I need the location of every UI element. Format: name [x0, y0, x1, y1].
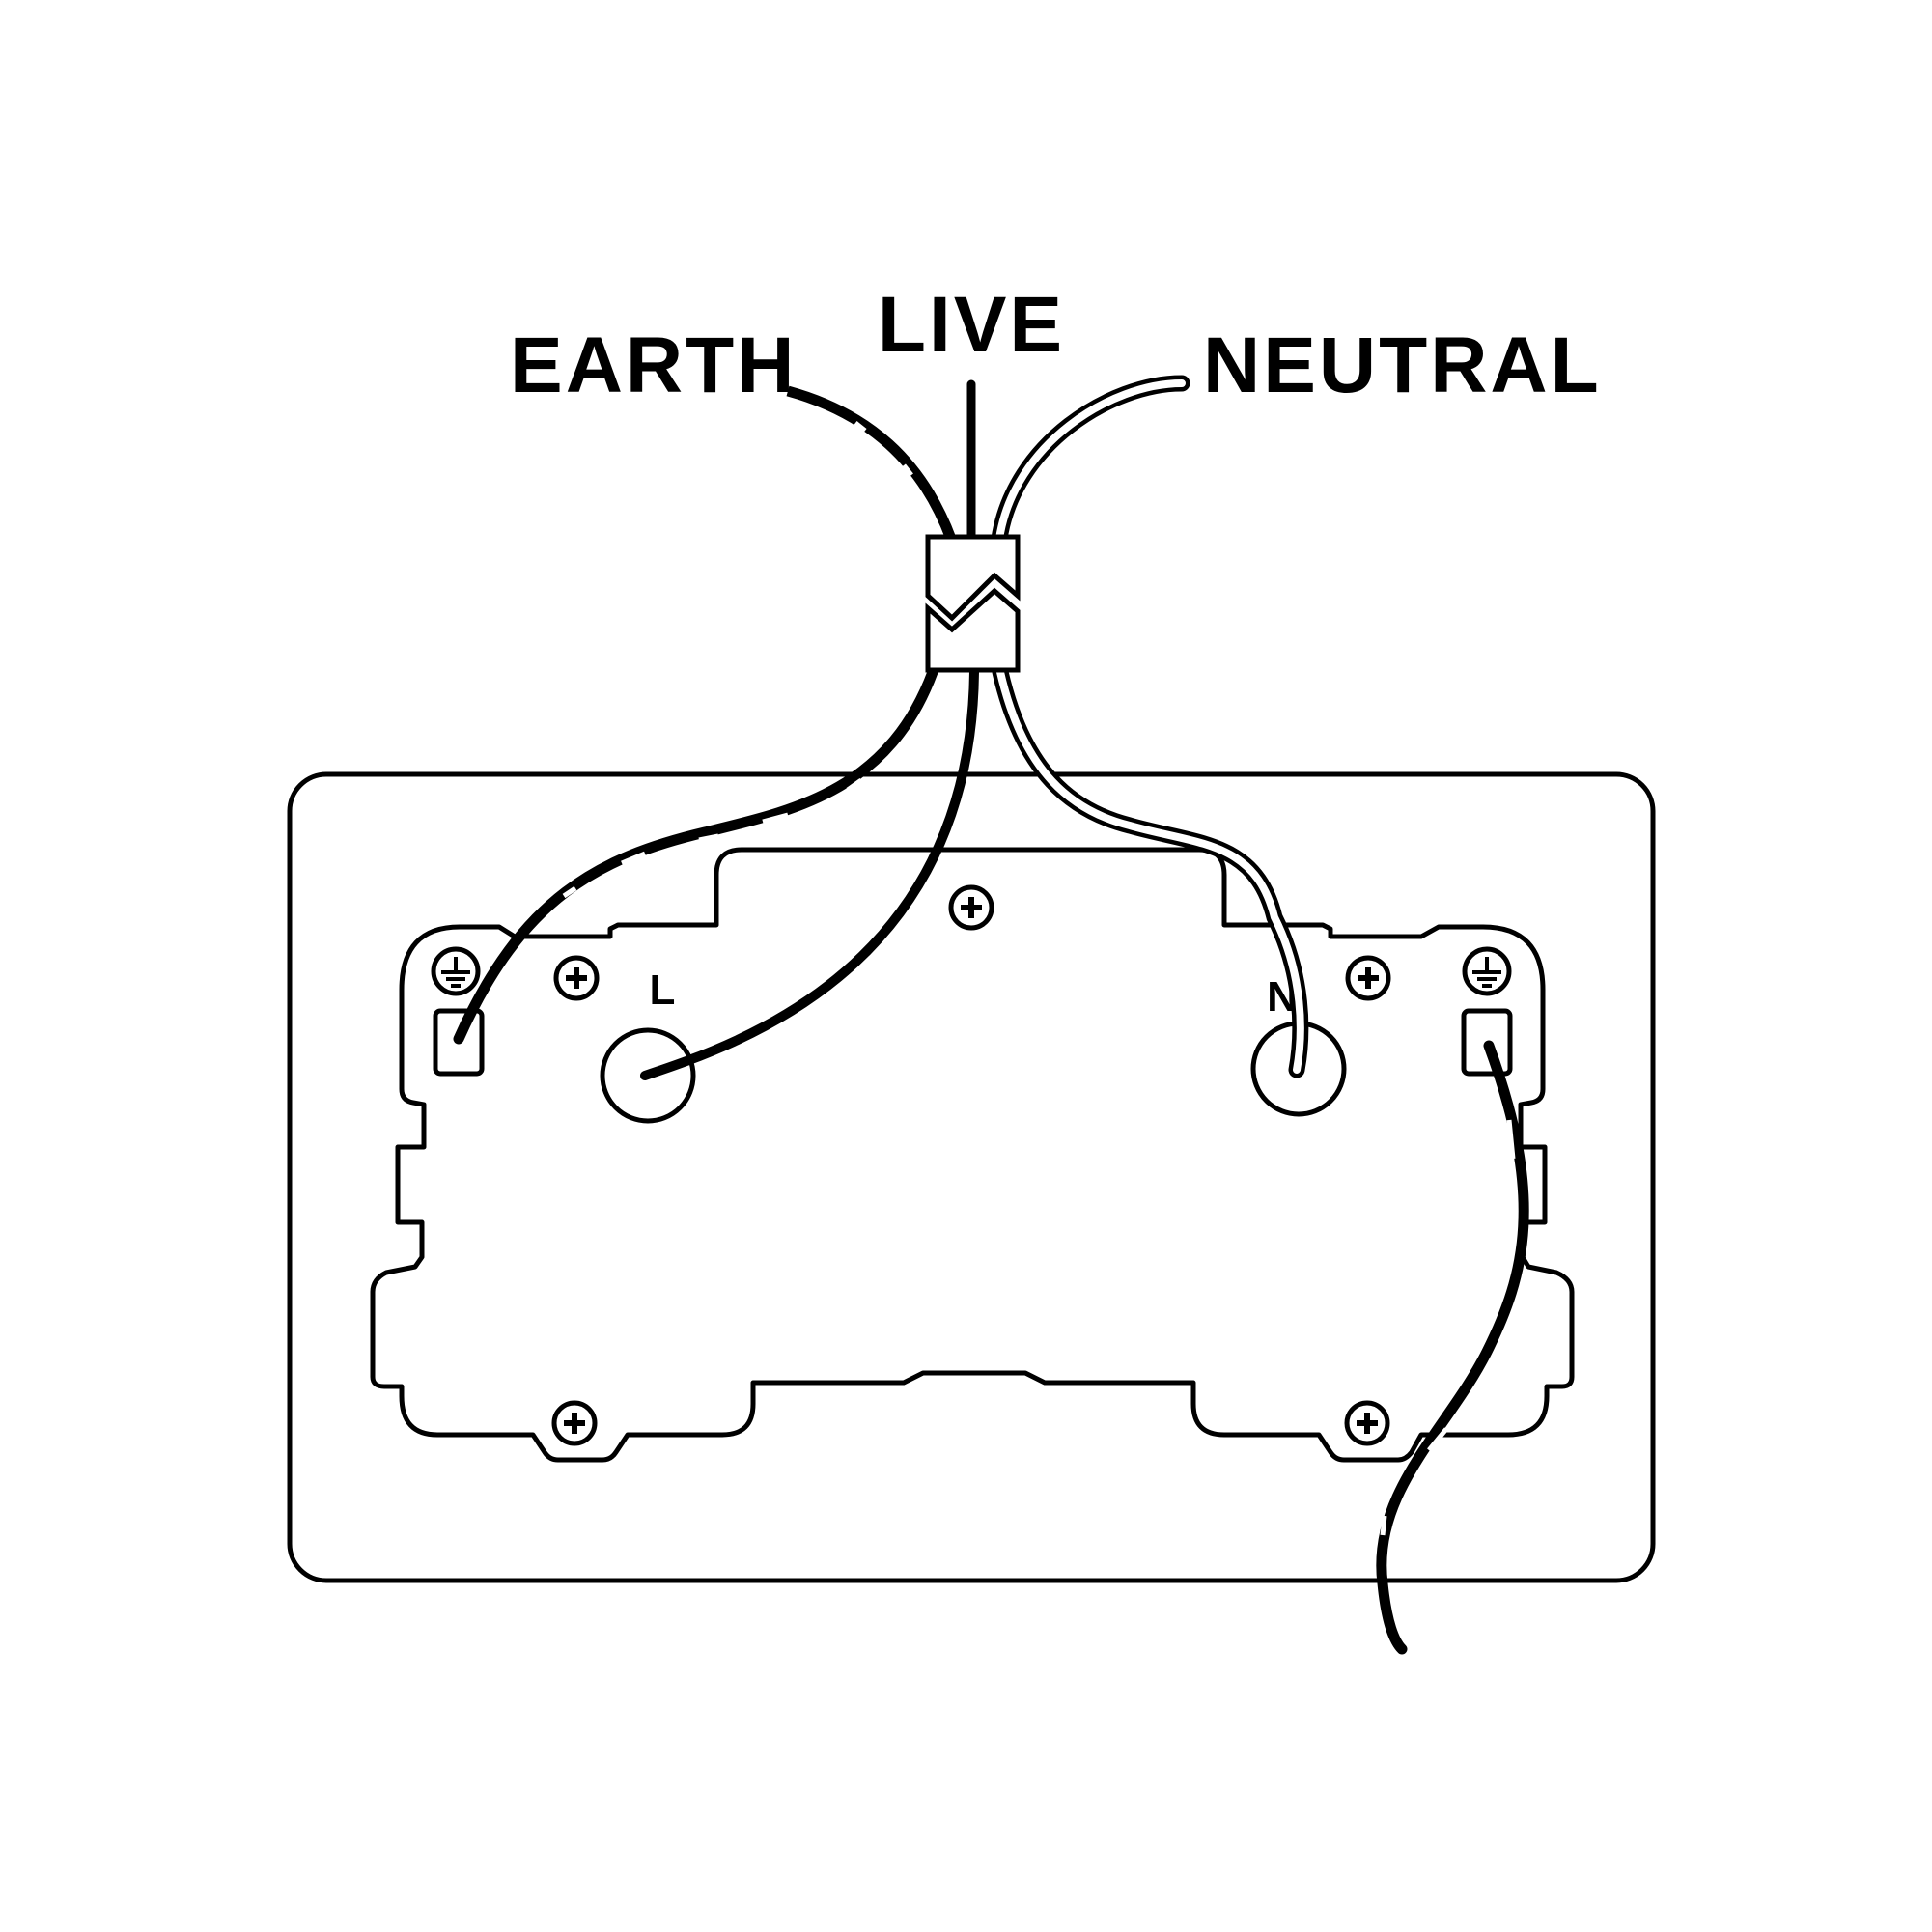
- earth-wire-incoming: [786, 385, 957, 541]
- screw-icon: [1348, 958, 1388, 998]
- label-earth: EARTH: [510, 322, 797, 409]
- screw-icon: [951, 887, 992, 928]
- earth-symbol-icon: [1465, 949, 1509, 994]
- earth-symbol-icon: [434, 949, 478, 994]
- wire-connector: [925, 534, 1021, 673]
- earth-wire-outgoing: [1376, 1040, 1529, 1655]
- screw-icon: [554, 1403, 595, 1443]
- socket-housing: [370, 847, 1575, 1463]
- live-wire-to-terminal: [640, 667, 979, 1080]
- label-neutral: NEUTRAL: [1203, 322, 1602, 409]
- screw-icon: [556, 958, 597, 998]
- screw-icon: [1347, 1403, 1387, 1443]
- label-live: LIVE: [878, 281, 1065, 369]
- earth-wire-to-terminal: [453, 666, 938, 1045]
- terminal-label-live: L: [650, 966, 676, 1014]
